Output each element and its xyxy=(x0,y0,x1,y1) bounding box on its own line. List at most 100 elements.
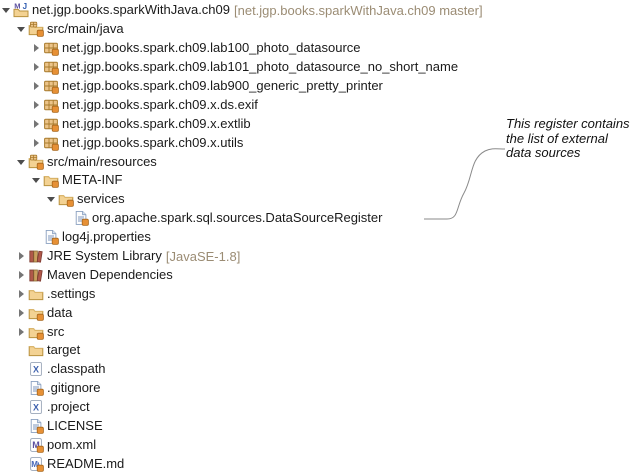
tree-item-label: .settings xyxy=(47,285,96,301)
source-folder-icon xyxy=(28,154,44,170)
tree-item-label: src xyxy=(47,323,65,339)
tree-item-label: .project xyxy=(47,399,90,415)
arrow-spacer xyxy=(16,344,28,356)
tree-row[interactable]: net.jgp.books.spark.ch09.x.utils xyxy=(0,133,643,152)
library-icon xyxy=(28,248,44,264)
package-icon xyxy=(43,40,59,57)
triangle-down-icon[interactable] xyxy=(16,156,28,168)
arrow-spacer xyxy=(16,401,28,413)
triangle-down-icon[interactable] xyxy=(1,4,13,16)
tree-row[interactable]: log4j.properties xyxy=(0,228,643,247)
tree-item-label: src/main/resources xyxy=(47,153,157,169)
callout-note-line: data sources xyxy=(506,145,581,160)
tree-row[interactable]: .settings xyxy=(0,284,643,303)
tree-item-label: services xyxy=(77,191,125,207)
tree-item-label: net.jgp.books.spark.ch09.x.utils xyxy=(62,134,244,150)
triangle-right-icon[interactable] xyxy=(31,137,43,149)
tree-row[interactable]: src xyxy=(0,322,643,341)
triangle-right-icon[interactable] xyxy=(16,288,28,300)
tree-row[interactable]: src/main/java xyxy=(0,20,643,39)
arrow-spacer xyxy=(16,439,28,451)
svg-text:X: X xyxy=(33,403,39,413)
folder-icon xyxy=(43,172,59,189)
triangle-down-icon[interactable] xyxy=(31,174,43,186)
triangle-right-icon[interactable] xyxy=(31,80,43,92)
xml-file-icon: X xyxy=(28,361,44,377)
tree-row[interactable]: target xyxy=(0,341,643,360)
tree-row[interactable]: .gitignore xyxy=(0,379,643,398)
text-file-icon xyxy=(28,418,44,434)
tree-row[interactable]: services xyxy=(0,190,643,209)
tree-row[interactable]: src/main/resources xyxy=(0,152,643,171)
tree-item-label: META-INF xyxy=(62,172,123,188)
arrow-spacer xyxy=(16,382,28,394)
tree-item-label: net.jgp.books.sparkWithJava.ch09 xyxy=(32,2,230,18)
svg-text:X: X xyxy=(33,365,39,375)
tree-item-label: net.jgp.books.spark.ch09.lab101_photo_da… xyxy=(62,59,459,75)
tree-item-label: target xyxy=(47,342,81,358)
tree-item-label: LICENSE xyxy=(47,418,103,434)
tree-row[interactable]: net.jgp.books.spark.ch09.x.extlib xyxy=(0,114,643,133)
tree-row[interactable]: net.jgp.books.spark.ch09.lab100_photo_da… xyxy=(0,39,643,58)
tree-row[interactable]: Maven Dependencies xyxy=(0,265,643,284)
folder-icon xyxy=(28,324,44,340)
tree-item-label: net.jgp.books.spark.ch09.lab900_generic_… xyxy=(62,78,383,93)
package-icon xyxy=(43,116,59,132)
text-file-icon xyxy=(43,229,59,245)
triangle-right-icon[interactable] xyxy=(31,42,43,54)
triangle-down-icon[interactable] xyxy=(46,193,58,205)
tree-item-label: Maven Dependencies xyxy=(47,266,173,282)
tree-item-label: data xyxy=(47,304,73,320)
tree-item-label: README.md xyxy=(47,455,125,471)
svg-text:M: M xyxy=(31,460,38,469)
triangle-right-icon[interactable] xyxy=(31,61,43,73)
arrow-spacer xyxy=(16,420,28,432)
folder-icon xyxy=(28,342,44,358)
arrow-spacer xyxy=(61,212,73,224)
triangle-right-icon[interactable] xyxy=(16,269,28,281)
package-icon xyxy=(43,59,59,75)
package-icon xyxy=(43,78,59,94)
tree-item-label: org.apache.spark.sql.sources.DataSourceR… xyxy=(92,210,383,226)
source-folder-icon xyxy=(28,21,44,38)
tree-row[interactable]: net.jgp.books.spark.ch09.lab900_generic_… xyxy=(0,77,643,96)
library-icon xyxy=(28,267,44,283)
tree-row[interactable]: org.apache.spark.sql.sources.DataSourceR… xyxy=(0,209,643,228)
text-file-icon xyxy=(28,380,44,397)
tree-item-label: .classpath xyxy=(47,361,106,377)
tree-item-decorator: [JavaSE-1.8] xyxy=(165,248,241,264)
tree-item-label: log4j.properties xyxy=(62,229,151,245)
tree-row[interactable]: M README.md xyxy=(0,454,643,473)
tree-row[interactable]: net.jgp.books.spark.ch09.lab101_photo_da… xyxy=(0,58,643,77)
folder-icon xyxy=(58,191,74,208)
tree-row[interactable]: data xyxy=(0,303,643,322)
tree-item-label: src/main/java xyxy=(47,21,124,37)
tree-item-decorator: [net.jgp.books.sparkWithJava.ch09 master… xyxy=(234,2,483,18)
folder-icon xyxy=(28,305,44,321)
tree-row[interactable]: JRE System Library [JavaSE-1.8] xyxy=(0,247,643,266)
callout-note-line: the list of external xyxy=(506,130,608,146)
tree-row[interactable]: META-INF xyxy=(0,171,643,190)
xml-file-icon: X xyxy=(28,399,44,415)
tree-row[interactable]: net.jgp.books.spark.ch09.x.ds.exif xyxy=(0,95,643,114)
svg-text:M: M xyxy=(14,2,20,11)
maven-file-icon: M xyxy=(28,437,44,453)
tree-row[interactable]: X .classpath xyxy=(0,360,643,379)
triangle-right-icon[interactable] xyxy=(16,307,28,319)
triangle-right-icon[interactable] xyxy=(31,118,43,130)
tree-row[interactable]: M pom.xml xyxy=(0,435,643,454)
tree-item-label: pom.xml xyxy=(47,436,97,452)
package-icon xyxy=(43,135,59,151)
tree-row[interactable]: X .project xyxy=(0,398,643,417)
arrow-spacer xyxy=(16,363,28,375)
svg-text:J: J xyxy=(23,2,27,11)
triangle-down-icon[interactable] xyxy=(16,23,28,35)
arrow-spacer xyxy=(16,458,28,470)
tree-row[interactable]: LICENSE xyxy=(0,417,643,436)
triangle-right-icon[interactable] xyxy=(31,99,43,111)
tree-item-label: net.jgp.books.spark.ch09.x.extlib xyxy=(62,115,251,131)
triangle-right-icon[interactable] xyxy=(16,326,28,338)
triangle-right-icon[interactable] xyxy=(16,250,28,262)
